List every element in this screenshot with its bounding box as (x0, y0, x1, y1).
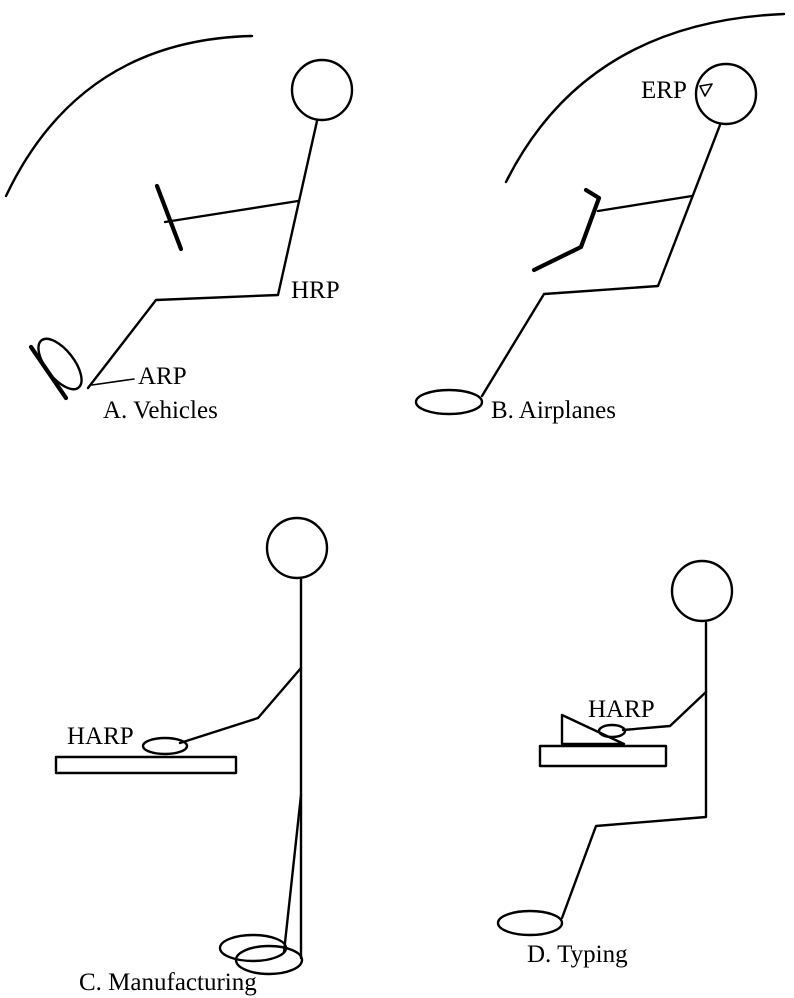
panel-manufacturing: HARP C. Manufacturing (54, 516, 329, 996)
typist-foot (496, 909, 564, 937)
pilot-head (694, 62, 758, 126)
hrp-label: HRP (291, 277, 340, 304)
typist-arm (621, 690, 708, 732)
typist-hand (597, 723, 627, 739)
workbench (54, 755, 238, 775)
panel-typing: HARP D. Typing (496, 559, 734, 968)
vehicles-caption: A. Vehicles (103, 397, 218, 424)
steering-wheel (154, 183, 184, 252)
cockpit-canopy-arc (504, 12, 786, 184)
worker-arm (178, 666, 303, 745)
control-yoke (531, 187, 602, 273)
manufacturing-caption: C. Manufacturing (79, 969, 257, 996)
pilot-arm (596, 194, 694, 213)
typing-caption: D. Typing (527, 941, 628, 968)
typing-desk (538, 744, 668, 768)
driver-head (290, 58, 354, 122)
arp-label: ARP (138, 363, 187, 390)
worker-front-foot (234, 944, 304, 976)
worker-head (265, 516, 329, 580)
harp-label-typing: HARP (588, 696, 655, 723)
arp-leader-line (91, 378, 135, 386)
airplanes-caption: B. Airplanes (491, 397, 616, 424)
harp-label-manufacturing: HARP (67, 723, 134, 750)
erp-eye-marker (699, 83, 713, 97)
panel-vehicles: HRP ARP A. Vehicles (4, 34, 354, 424)
accelerator-pedal (28, 344, 69, 401)
rudder-pedal (414, 388, 484, 416)
driver-arm (163, 199, 300, 224)
vehicle-roof-arc (4, 34, 254, 198)
workpiece-hand (141, 736, 189, 756)
erp-label: ERP (641, 77, 687, 104)
worker-back-leg (282, 793, 303, 954)
typist-torso-leg (560, 621, 708, 920)
panel-airplanes: ERP B. Airplanes (414, 12, 786, 424)
typist-head (670, 559, 734, 623)
pilot-torso-leg (480, 123, 722, 398)
keyboard (560, 713, 626, 746)
driver-torso-leg (86, 119, 319, 390)
